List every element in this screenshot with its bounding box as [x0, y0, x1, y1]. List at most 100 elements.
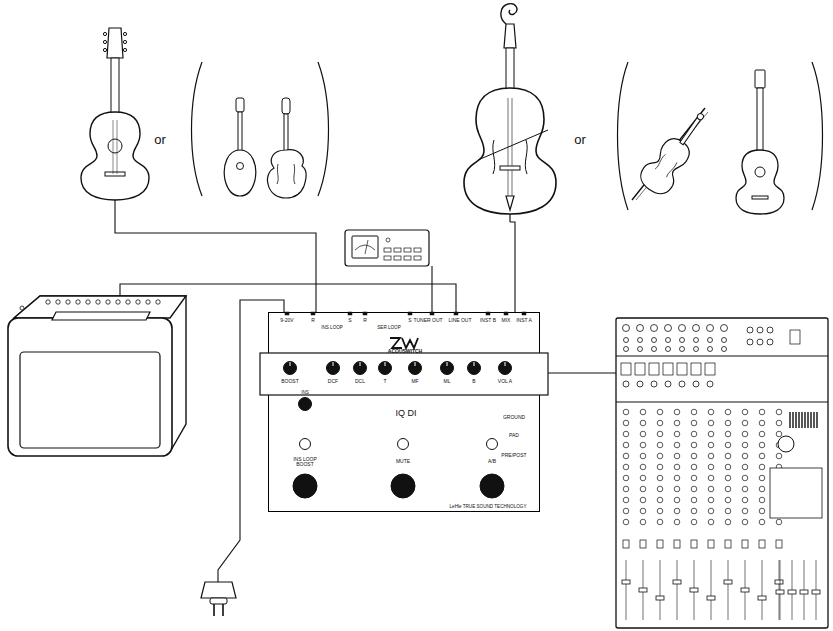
endpin [509, 214, 510, 222]
jack-input [652, 338, 657, 343]
adapter-base [210, 598, 227, 604]
channel-knob [708, 420, 714, 426]
amp-knob [56, 300, 60, 304]
footswitch [293, 474, 317, 498]
channel-knob [640, 486, 646, 492]
channel-knob [691, 442, 697, 448]
channel-knob [640, 464, 646, 470]
meter-segment [813, 412, 814, 428]
xlr-input [651, 325, 658, 332]
fader-cap [690, 588, 698, 592]
jack-input [652, 347, 657, 352]
channel-knob [674, 519, 680, 525]
knob-pointer [290, 362, 291, 366]
channel-knob [640, 519, 646, 525]
tuner-case [345, 230, 429, 266]
channel-knob [674, 420, 680, 426]
channel-knob [691, 519, 697, 525]
channel-knob [674, 497, 680, 503]
jack-input [624, 347, 629, 352]
channel-knob [742, 464, 748, 470]
footswitch [391, 474, 415, 498]
bridge [500, 166, 520, 170]
channel-knob [640, 453, 646, 459]
channel-knob [725, 497, 731, 503]
channel-knob [708, 442, 714, 448]
channel-knob [691, 453, 697, 459]
mute-button [759, 540, 765, 548]
channel-knob [674, 409, 680, 415]
footswitch-label: A/B [488, 459, 496, 464]
master-jack [767, 339, 773, 345]
amp-knob [116, 300, 120, 304]
bridge [105, 172, 125, 176]
di-pedal: IQ DI [268, 312, 540, 512]
channel-knob [657, 409, 663, 415]
channel-knob [708, 464, 714, 470]
f-holes [655, 154, 678, 177]
channel-knob [742, 508, 748, 514]
bracket [812, 62, 823, 210]
xlr-input [665, 325, 672, 332]
knob-pointer [385, 362, 386, 366]
mute-button [640, 540, 646, 548]
trim-knob [623, 381, 629, 387]
amp-knob [76, 300, 80, 304]
meter-segment [810, 412, 811, 428]
jack-input [638, 347, 643, 352]
tuner-button [414, 256, 421, 260]
f-holes [277, 164, 295, 184]
tuner [345, 230, 429, 266]
channel-knob [759, 453, 765, 459]
fader-cap [656, 596, 664, 600]
sound-hole [755, 167, 765, 177]
mixer-case [616, 318, 828, 628]
master-jack [747, 327, 753, 333]
knob-pointer [333, 362, 334, 366]
mixer-dividers [616, 356, 828, 402]
cable [540, 372, 616, 373]
fader-cap [800, 590, 808, 594]
knob [379, 362, 392, 375]
xlr-input [637, 325, 644, 332]
jack-input [708, 338, 713, 343]
channel-knob [640, 409, 646, 415]
channel-knob [725, 508, 731, 514]
channel-knob [691, 420, 697, 426]
tuning-peg [103, 32, 106, 35]
trim-knob [637, 381, 643, 387]
channel-knob [657, 497, 663, 503]
xlr-input [679, 325, 686, 332]
jack-input [722, 347, 727, 352]
channel-knob [623, 497, 629, 503]
channel-knob [674, 464, 680, 470]
plug-pins [214, 604, 223, 616]
tuner-led [386, 238, 390, 242]
channel-knob [691, 497, 697, 503]
fader-cap [724, 580, 732, 584]
channel-knob [759, 519, 765, 525]
channel-knob [742, 453, 748, 459]
jack [504, 312, 508, 315]
f-mandolin-body [267, 150, 306, 198]
channel-knob [623, 442, 629, 448]
jack-input [624, 338, 629, 343]
trim-knob [707, 381, 713, 387]
knob-pointer [505, 362, 506, 366]
channel-knob [657, 420, 663, 426]
channel-knob [776, 409, 782, 415]
brand-logo: ACOUSWITCH [388, 349, 422, 354]
cable [510, 222, 515, 312]
channel-knob [759, 486, 765, 492]
channel-knob [708, 453, 714, 459]
jack-input [708, 347, 713, 352]
tuner-meter [352, 236, 378, 258]
bracket [318, 62, 329, 196]
channel-knob [657, 519, 663, 525]
jack [348, 312, 352, 315]
adapter-body [201, 582, 236, 598]
amp-front [8, 318, 172, 456]
amp-led [20, 306, 24, 310]
channel-knob [674, 475, 680, 481]
violin-scroll [696, 112, 704, 120]
